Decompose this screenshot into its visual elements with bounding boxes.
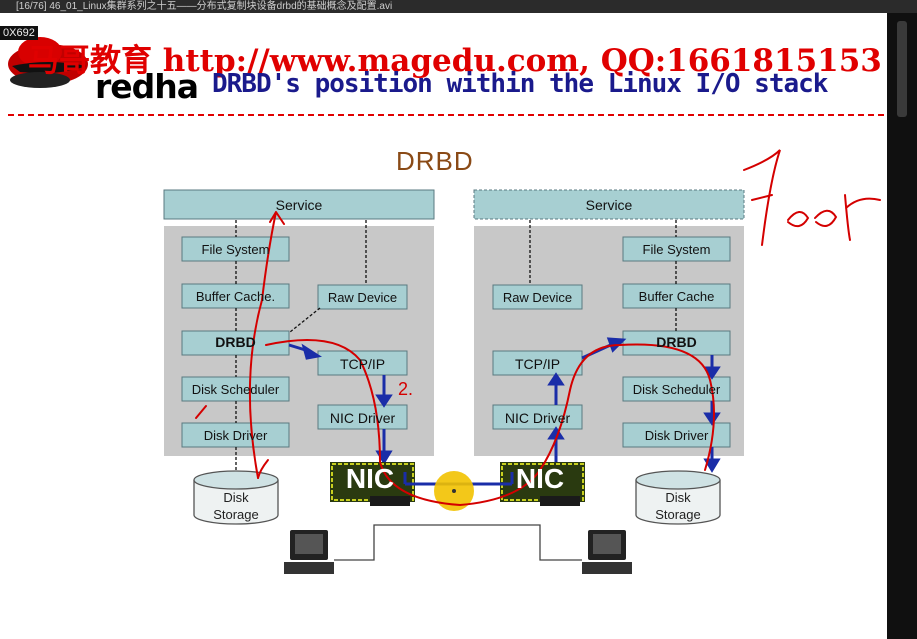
left-nic-label: NIC xyxy=(345,463,395,494)
left-storage-label: Storage xyxy=(213,507,259,522)
right-nic-driver-label: NIC Driver xyxy=(504,410,571,426)
left-raw-device-label: Raw Device xyxy=(327,290,398,305)
right-disk-scheduler-label: Disk Scheduler xyxy=(632,382,721,397)
right-raw-device-box xyxy=(492,284,583,310)
slide: 马哥教育 http://www.magedu.com, QQ:166181515… xyxy=(0,13,887,639)
right-file-system-box xyxy=(622,236,731,262)
right-buffer-cache-box xyxy=(622,283,731,309)
scrollbar-thumb[interactable] xyxy=(897,21,907,117)
right-nic-driver-box xyxy=(492,404,583,430)
annotation-step-2: 2. xyxy=(398,379,414,399)
diagram-title: DRBD xyxy=(396,146,474,176)
right-nic-card-icon xyxy=(500,462,585,506)
right-computer-icon xyxy=(582,530,632,574)
window-titlebar: [16/76] 46_01_Linux集群系列之十五——分布式复制块设备drbd… xyxy=(0,0,917,13)
right-storage-label: Storage xyxy=(655,507,701,522)
slide-title: DRBD's position within the Linux I/O sta… xyxy=(212,69,828,99)
left-tcpip-label: TCP/IP xyxy=(339,356,386,372)
right-stack xyxy=(492,236,731,448)
left-disk-label: Disk xyxy=(223,490,249,505)
right-disk-label: Disk xyxy=(665,490,691,505)
title-divider xyxy=(8,114,884,116)
redhat-logo-icon xyxy=(8,37,88,88)
left-disk-scheduler-box xyxy=(181,376,290,402)
hand-annotation xyxy=(195,149,881,507)
left-stack xyxy=(181,236,408,448)
zoom-level-badge: 0X692 xyxy=(0,26,38,40)
left-buffer-cache-label: Buffer Cache. xyxy=(195,289,276,304)
left-file-system-label: File System xyxy=(201,242,270,257)
left-computer-icon xyxy=(284,530,334,574)
right-disk-storage-icon xyxy=(635,470,721,525)
right-disk-driver-label: Disk Driver xyxy=(644,428,709,443)
left-drbd-label: DRBD xyxy=(215,334,256,350)
left-raw-device-box xyxy=(317,284,408,310)
right-buffer-cache-label: Buffer Cache xyxy=(638,289,715,304)
watermark-text: 马哥教育 http://www.magedu.com, QQ:166181515… xyxy=(28,43,882,79)
right-tcpip-label: TCP/IP xyxy=(514,356,561,372)
right-service-box xyxy=(473,189,745,220)
right-raw-device-label: Raw Device xyxy=(502,290,573,305)
drbd-diagram xyxy=(8,37,881,574)
right-file-system-label: File System xyxy=(642,242,711,257)
left-nic-card-icon xyxy=(330,462,415,506)
left-nic-driver-label: NIC Driver xyxy=(329,410,396,426)
right-drbd-box xyxy=(622,330,731,356)
left-disk-scheduler-label: Disk Scheduler xyxy=(191,382,280,397)
left-service-box xyxy=(163,189,435,220)
scrollbar[interactable] xyxy=(887,13,917,639)
left-disk-driver-label: Disk Driver xyxy=(203,428,268,443)
left-nic-driver-box xyxy=(317,404,408,430)
window-title: [16/76] 46_01_Linux集群系列之十五——分布式复制块设备drbd… xyxy=(16,1,393,12)
right-nic-label: NIC xyxy=(515,463,565,494)
right-drbd-label: DRBD xyxy=(656,334,697,350)
left-buffer-cache-box xyxy=(181,283,290,309)
right-service-label: Service xyxy=(585,197,633,213)
redhat-logo-text: redha xyxy=(95,67,199,106)
left-service-label: Service xyxy=(275,197,323,213)
